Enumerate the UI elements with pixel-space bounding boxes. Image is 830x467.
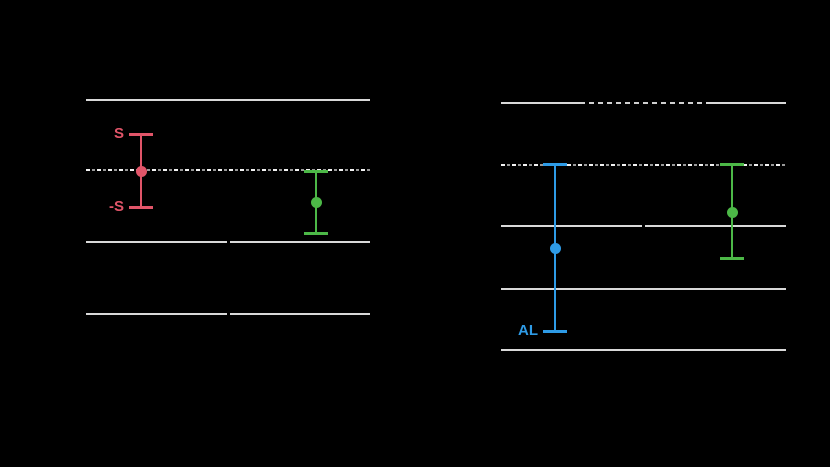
right-panel-upper-reference-line-with-hidden-text <box>501 102 580 104</box>
green-errorbar-cap-top <box>720 163 744 166</box>
left-panel-lower-reference-line <box>86 313 227 315</box>
right-panel-mid-reference-line <box>645 225 786 227</box>
right-panel-lower-reference-line-2 <box>501 349 786 351</box>
green-errorbar-point <box>726 206 738 218</box>
left-panel-lower-reference-line <box>230 313 370 315</box>
pink-errorbar-cap-top <box>129 133 153 136</box>
right-panel-mid-reference-line <box>501 225 642 227</box>
left-panel-mid-reference-line <box>86 241 227 243</box>
green-errorbar-cap-bottom <box>720 257 744 260</box>
right-panel-upper-reference-line-with-hidden-text <box>706 102 786 104</box>
blue-errorbar-lower-label: AL <box>518 322 538 339</box>
left-panel-mid-reference-line <box>230 241 370 243</box>
left-panel-upper-reference-line <box>86 99 370 101</box>
pink-errorbar-point <box>135 165 147 177</box>
blue-errorbar-cap-bottom <box>543 330 567 333</box>
blue-errorbar-cap-top <box>543 163 567 166</box>
right-panel-center-dashed-line <box>501 164 786 166</box>
pink-errorbar-lower-label: -S <box>109 198 124 215</box>
blue-errorbar-point <box>549 242 561 254</box>
pink-errorbar-cap-bottom <box>129 206 153 209</box>
pink-errorbar-upper-label: S <box>113 125 124 142</box>
left-panel-center-dashed-line <box>86 169 370 171</box>
green-errorbar-cap-top <box>304 170 328 173</box>
green-errorbar-point <box>310 196 322 208</box>
green-errorbar-cap-bottom <box>304 232 328 235</box>
right-panel-lower-reference-line-1 <box>501 288 786 290</box>
right-panel-upper-reference-line-with-hidden-text <box>580 102 706 104</box>
